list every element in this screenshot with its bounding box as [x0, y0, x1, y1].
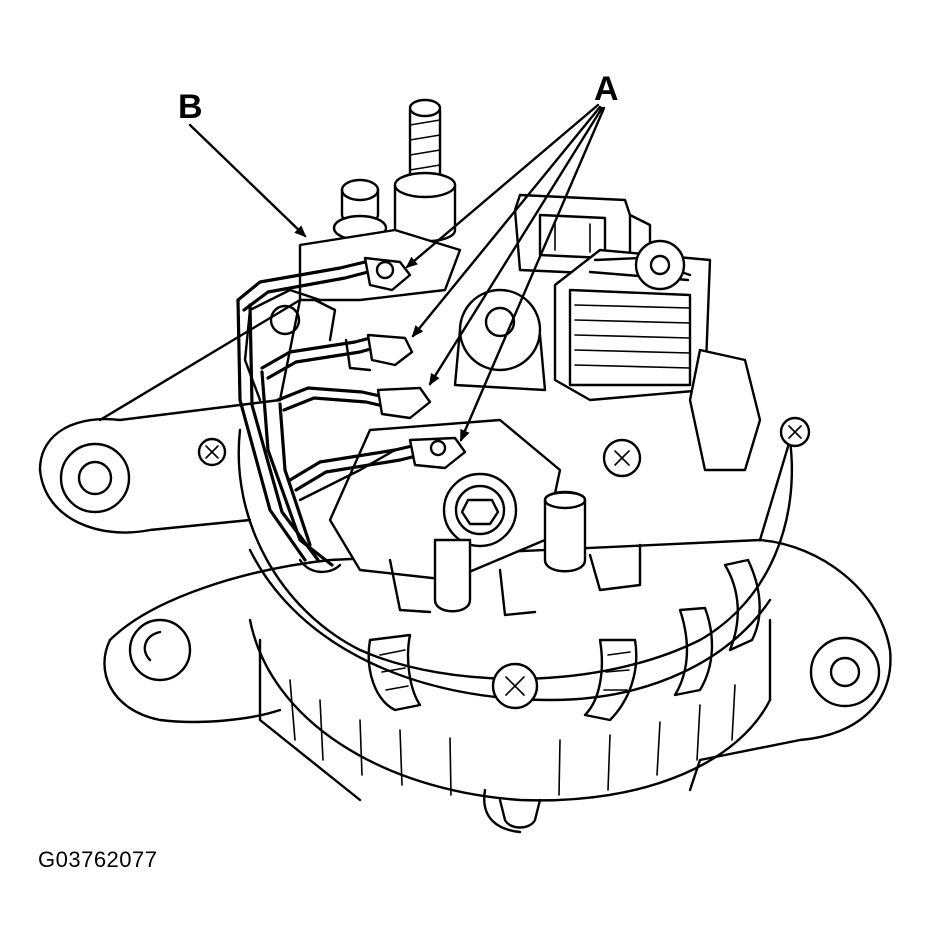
terminal-stud [332, 98, 457, 243]
callout-a-leaders [405, 103, 606, 442]
callout-label-b: B [178, 88, 203, 126]
callout-b-leader [188, 123, 307, 238]
rectifier-assembly [328, 288, 642, 617]
alternator-housing [38, 298, 892, 834]
voltage-regulator [553, 239, 762, 472]
figure-id: G03762077 [38, 847, 158, 872]
stator-lead-terminals [236, 256, 467, 574]
callout-label-a: A [594, 70, 619, 108]
